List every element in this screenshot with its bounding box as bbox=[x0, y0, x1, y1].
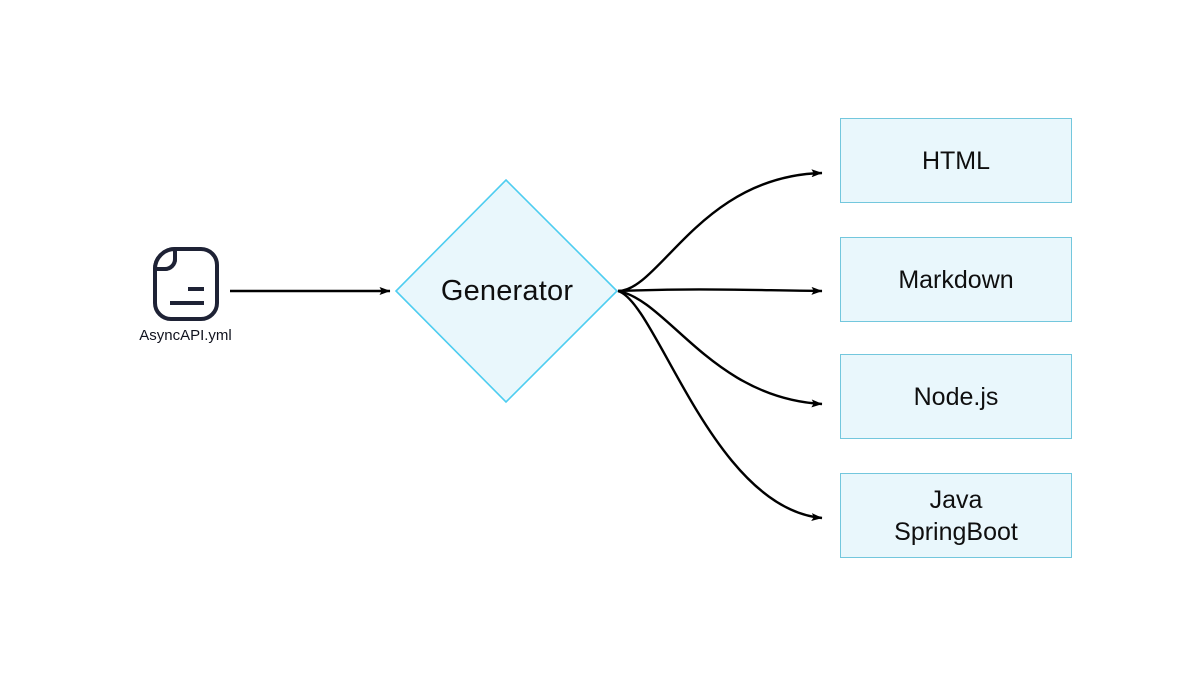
document-yaml-icon bbox=[151, 245, 221, 323]
output-box-html[interactable]: HTML bbox=[840, 118, 1072, 203]
source-label: AsyncAPI.yml bbox=[139, 327, 232, 344]
output-label: HTML bbox=[921, 146, 991, 175]
source-node[interactable]: AsyncAPI.yml bbox=[118, 245, 253, 355]
output-label-line2: SpringBoot bbox=[894, 517, 1018, 546]
connector-generator-to-markdown bbox=[617, 286, 823, 295]
connector-generator-to-nodejs bbox=[617, 289, 823, 408]
connector-generator-to-html bbox=[617, 169, 823, 293]
output-box-java-springboot[interactable]: Java SpringBoot bbox=[840, 473, 1072, 558]
output-box-nodejs[interactable]: Node.js bbox=[840, 354, 1072, 439]
output-label: Markdown bbox=[898, 265, 1014, 294]
output-label: Node.js bbox=[913, 382, 999, 411]
generator-label: Generator bbox=[440, 274, 574, 307]
generator-diamond[interactable] bbox=[394, 178, 619, 404]
connector-generator-to-java-springboot bbox=[617, 289, 823, 522]
output-box-markdown[interactable]: Markdown bbox=[840, 237, 1072, 322]
output-label-line1: Java bbox=[929, 485, 983, 514]
generator-node[interactable]: Generator bbox=[396, 180, 618, 402]
